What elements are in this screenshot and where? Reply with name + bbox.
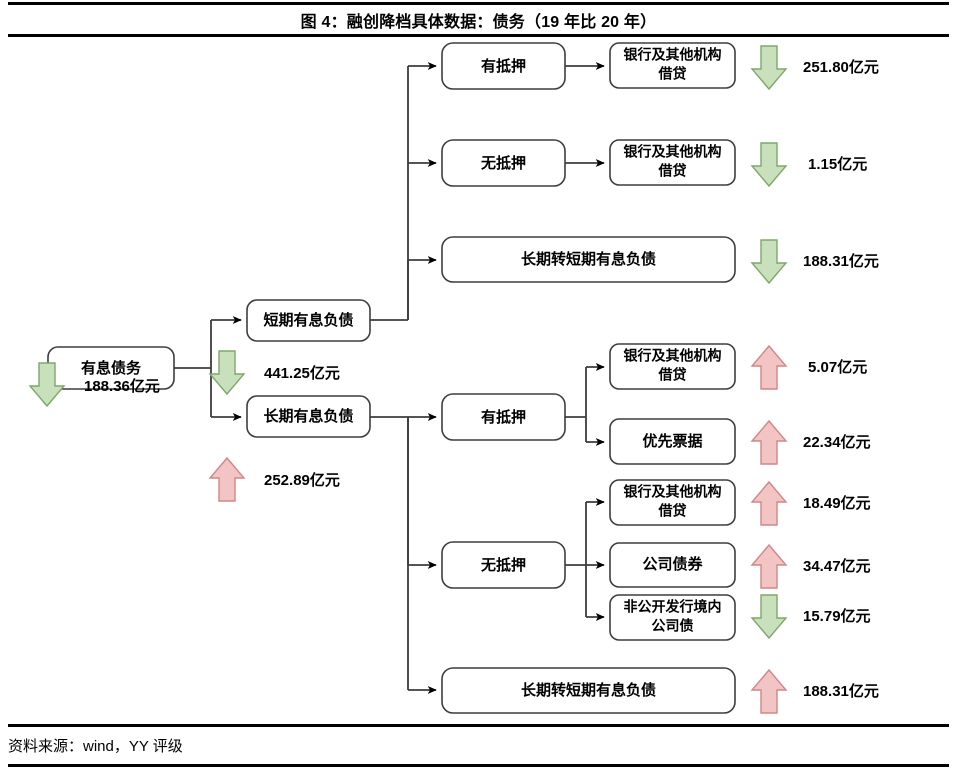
node-long-unsecured-private-bond-box[interactable]: [609, 594, 736, 641]
node-short-unsecured-label: 无抵押: [480, 154, 526, 172]
delta-short-long2short-value: 188.31亿元: [803, 252, 879, 270]
delta-long-debt-value: 252.89亿元: [264, 471, 340, 489]
arrow-down-icon: [28, 362, 66, 408]
delta-long-unsecured-private-bond: 15.79亿元: [750, 594, 871, 640]
arrow-up-icon: [750, 344, 788, 390]
delta-short-secured-bank: 251.80亿元: [750, 45, 879, 91]
delta-root: 188.36亿元: [28, 362, 160, 408]
delta-long-long2short-value: 188.31亿元: [803, 682, 879, 700]
node-short-secured-bank-label-2: 借贷: [658, 66, 687, 82]
delta-long-unsecured-private-bond-value: 15.79亿元: [803, 607, 871, 625]
node-long-unsecured-private-bond-label-1: 非公开发行境内: [624, 599, 722, 615]
node-long-secured[interactable]: 有抵押: [441, 393, 566, 441]
bottom-rule: [8, 724, 949, 727]
node-long-secured-bank-box[interactable]: [609, 343, 736, 390]
node-short-unsecured-bank-box[interactable]: [609, 139, 736, 186]
delta-short-debt: 441.25亿元: [208, 350, 340, 396]
node-long-unsecured-bank-label-1: 银行及其他机构: [624, 484, 722, 500]
node-short-secured-bank[interactable]: 银行及其他机构 借贷: [609, 42, 736, 89]
node-long-debt[interactable]: 长期有息负债: [246, 395, 371, 438]
node-long-unsecured-corp-bond[interactable]: 公司债券: [609, 542, 736, 588]
node-long-unsecured-private-bond-label-2: 公司债: [652, 618, 694, 634]
delta-long-unsecured-bank: 18.49亿元: [750, 480, 871, 526]
node-long-debt-box[interactable]: [246, 395, 371, 438]
delta-long-long2short: 188.31亿元: [750, 668, 879, 714]
node-short-long2short-box[interactable]: [441, 236, 736, 283]
node-short-long2short[interactable]: 长期转短期有息负债: [441, 236, 736, 283]
node-short-unsecured-bank-label-1: 银行及其他机构: [624, 144, 722, 160]
node-short-debt[interactable]: 短期有息负债: [246, 299, 371, 342]
arrow-up-icon: [750, 668, 788, 714]
node-short-secured[interactable]: 有抵押: [441, 42, 566, 90]
node-long-unsecured-box[interactable]: [441, 541, 566, 589]
node-root-label: 有息债务: [81, 359, 142, 377]
node-short-secured-box[interactable]: [441, 42, 566, 90]
delta-short-unsecured-bank-value: 1.15亿元: [808, 155, 867, 173]
node-long-long2short-label: 长期转短期有息负债: [521, 681, 656, 699]
arrow-up-icon: [208, 456, 246, 502]
arrow-down-icon: [750, 142, 788, 188]
node-long-unsecured-bank-label-2: 借贷: [658, 503, 687, 519]
arrow-up-icon: [750, 543, 788, 589]
node-long-secured-box[interactable]: [441, 393, 566, 441]
node-short-secured-bank-label-1: 银行及其他机构: [624, 47, 722, 63]
node-long-unsecured-bank[interactable]: 银行及其他机构 借贷: [609, 479, 736, 526]
node-long-secured-senior-notes[interactable]: 优先票据: [609, 418, 736, 465]
delta-short-secured-bank-value: 251.80亿元: [803, 58, 879, 76]
delta-long-secured-bank-value: 5.07亿元: [808, 358, 867, 376]
node-long-unsecured[interactable]: 无抵押: [441, 541, 566, 589]
arrow-up-icon: [750, 480, 788, 526]
node-long-long2short[interactable]: 长期转短期有息负债: [441, 667, 736, 714]
node-short-unsecured-bank[interactable]: 银行及其他机构 借贷: [609, 139, 736, 186]
node-long-unsecured-corp-bond-label: 公司债券: [642, 555, 703, 573]
flowchart-svg: 有息债务 短期有息负债 长期有息负债 有抵押 无抵押: [28, 42, 879, 714]
delta-root-value: 188.36亿元: [84, 377, 160, 395]
node-short-secured-bank-box[interactable]: [609, 42, 736, 89]
delta-long-unsecured-corp-bond: 34.47亿元: [750, 543, 871, 589]
node-short-unsecured-bank-label-2: 借贷: [658, 163, 687, 179]
arrow-down-icon: [208, 350, 246, 396]
node-long-secured-bank-label-1: 银行及其他机构: [624, 348, 722, 364]
node-long-unsecured-private-bond[interactable]: 非公开发行境内 公司债: [609, 594, 736, 641]
delta-long-unsecured-bank-value: 18.49亿元: [803, 494, 871, 512]
delta-long-unsecured-corp-bond-value: 34.47亿元: [803, 557, 871, 575]
node-long-secured-senior-notes-label: 优先票据: [642, 432, 702, 450]
title-underline-rule: [8, 34, 949, 37]
source-footer: 资料来源：wind，YY 评级: [8, 729, 608, 762]
flowchart-canvas: 有息债务 短期有息负债 长期有息负债 有抵押 无抵押: [0, 37, 957, 724]
delta-short-unsecured-bank: 1.15亿元: [750, 142, 867, 188]
node-short-secured-label: 有抵押: [481, 57, 526, 75]
node-long-secured-senior-notes-box[interactable]: [609, 418, 736, 465]
node-long-unsecured-label: 无抵押: [480, 556, 526, 574]
arrow-down-icon: [750, 594, 788, 640]
delta-long-secured-senior-notes: 22.34亿元: [750, 419, 871, 465]
node-short-debt-box[interactable]: [246, 299, 371, 342]
delta-long-secured-senior-notes-value: 22.34亿元: [803, 433, 871, 451]
source-text: 资料来源：wind，YY 评级: [8, 738, 183, 755]
node-short-long2short-label: 长期转短期有息负债: [521, 250, 656, 268]
delta-long-debt: 252.89亿元: [208, 456, 340, 502]
connector-group: [174, 62, 605, 694]
delta-long-secured-bank: 5.07亿元: [750, 344, 867, 390]
node-long-unsecured-bank-box[interactable]: [609, 479, 736, 526]
top-rule: [8, 2, 949, 5]
footer-rule: [8, 764, 949, 767]
node-short-debt-label: 短期有息负债: [263, 311, 353, 329]
figure-title-bar: 图 4：融创降档具体数据：债务（19 年比 20 年）: [0, 5, 957, 34]
node-short-unsecured[interactable]: 无抵押: [441, 139, 566, 187]
page-title: 图 4：融创降档具体数据：债务（19 年比 20 年）: [300, 13, 657, 31]
arrow-down-icon: [750, 45, 788, 91]
delta-short-long2short: 188.31亿元: [750, 239, 879, 285]
arrow-down-icon: [750, 239, 788, 285]
node-long-debt-label: 长期有息负债: [263, 407, 353, 425]
arrow-up-icon: [750, 419, 788, 465]
delta-short-debt-value: 441.25亿元: [264, 364, 340, 382]
node-long-unsecured-corp-bond-box[interactable]: [609, 542, 736, 588]
node-short-unsecured-box[interactable]: [441, 139, 566, 187]
node-long-long2short-box[interactable]: [441, 667, 736, 714]
node-long-secured-bank[interactable]: 银行及其他机构 借贷: [609, 343, 736, 390]
node-long-secured-bank-label-2: 借贷: [658, 367, 687, 383]
node-long-secured-label: 有抵押: [481, 408, 526, 426]
